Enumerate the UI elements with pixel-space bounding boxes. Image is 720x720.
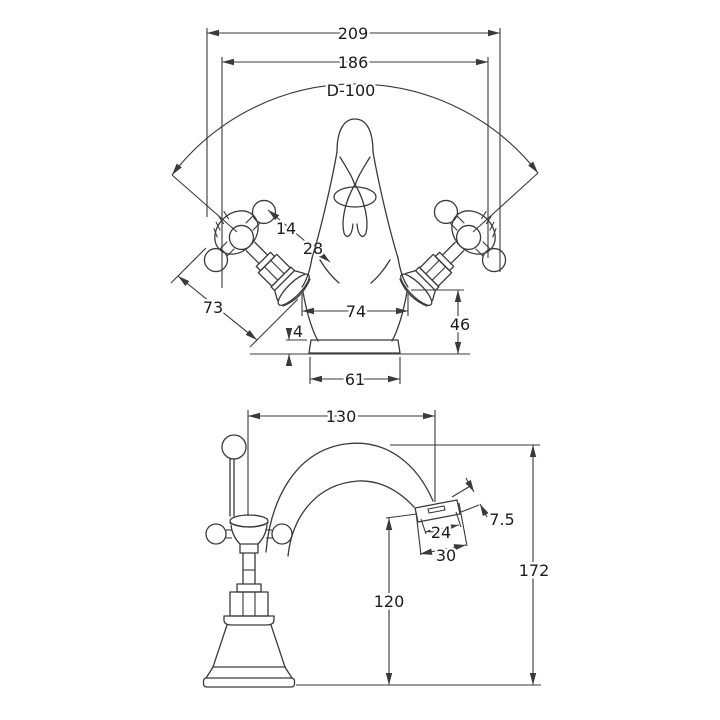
dim-base-width-label: 61 [345, 370, 365, 389]
dim-spout-outlet-height-label: 120 [374, 592, 405, 611]
dim-aerator-depth: 7.5 [451, 477, 517, 532]
handle-ball [481, 247, 507, 273]
knurl-lines [480, 210, 497, 238]
handle-ball [251, 199, 277, 225]
dim-aerator-face-width: 24 [420, 511, 462, 545]
dim-overall-width: 209 [207, 22, 500, 46]
handle-ball [203, 247, 229, 273]
dim-base-width: 61 [309, 357, 401, 392]
dim-body-height: 46 [411, 289, 473, 354]
handle-ball [271, 523, 293, 545]
dim-body-height-label: 46 [450, 315, 470, 334]
dim-handle-span: 186 [222, 51, 488, 75]
side-view-drawing: 130 172 120 [202, 405, 552, 688]
dim-spout-width-label: 28 [303, 239, 323, 258]
dim-overall-width-label: 209 [338, 24, 369, 43]
faucet-side-outline [202, 434, 461, 688]
popup-rod-ball [221, 434, 247, 460]
dim-spout-tip-width-label: 30 [436, 546, 456, 565]
aerator-slot [427, 505, 446, 514]
handle-ball [433, 199, 459, 225]
dim-overall-height-label: 172 [519, 561, 550, 580]
dim-spout-reach: 130 [247, 405, 436, 516]
dim-handle-length-label: 73 [203, 298, 223, 317]
dim-overall-height: 172 [390, 444, 552, 685]
right-cross-handle [399, 199, 507, 307]
dim-aerator-depth-label: 7.5 [489, 510, 514, 529]
dim-inlet-centres: 74 [301, 294, 409, 324]
dim-base-plate-thickness: 4 [285, 320, 307, 366]
dim-spout-reach-label: 130 [326, 407, 357, 426]
front-view-drawing: 209 186 D-100 14 28 73 [170, 22, 539, 392]
dim-handle-span-label: 186 [338, 53, 369, 72]
front-extension-lines [206, 28, 501, 288]
handle-ball [205, 523, 227, 545]
dim-inlet-centres-label: 74 [346, 302, 366, 321]
dim-swing-diameter: D-100 [171, 79, 539, 233]
dim-spout-gap-label: 14 [276, 219, 296, 238]
left-cross-handle [203, 199, 311, 307]
dim-base-plate-thickness-label: 4 [293, 322, 303, 341]
dim-swing-diameter-label: D-100 [327, 81, 376, 100]
dim-aerator-face-width-label: 24 [431, 523, 451, 542]
dim-spout-outlet-height: 120 [371, 513, 418, 685]
dim-spout-tip-width: 30 [415, 502, 468, 568]
dim-spout-leaders: 14 28 [267, 209, 331, 263]
dim-handle-length: 73 [170, 247, 299, 348]
knurl-lines [213, 210, 230, 238]
